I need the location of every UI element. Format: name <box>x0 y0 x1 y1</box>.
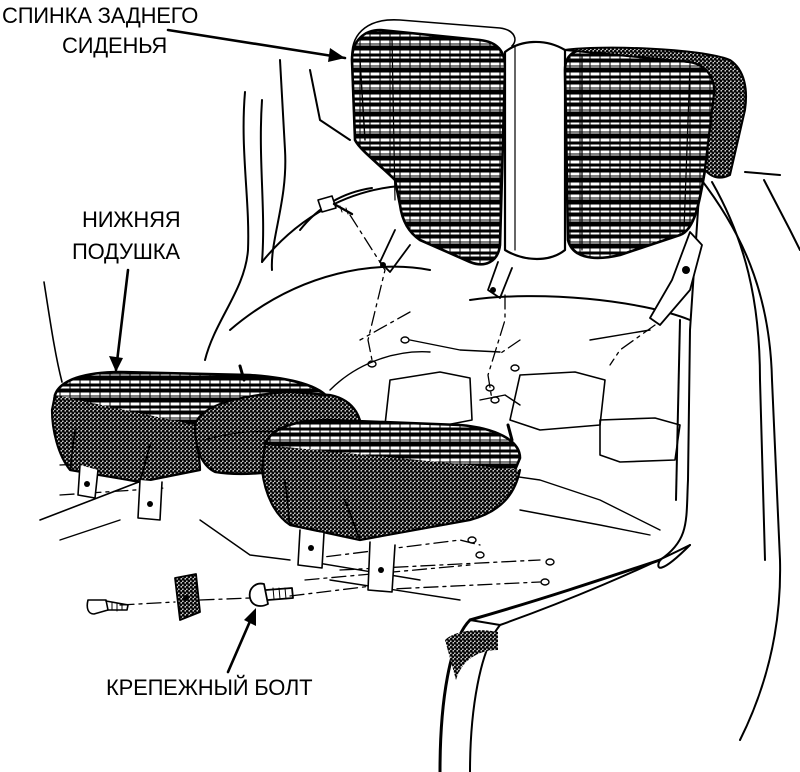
label-rear-backrest-line2: СИДЕНЬЯ <box>62 33 168 58</box>
lower-cushion-right <box>260 418 522 593</box>
lower-cushion-left <box>50 364 332 521</box>
label-rear-backrest-line1: СПИНКА ЗАДНЕГО <box>2 3 199 28</box>
rear-backrest <box>350 19 748 326</box>
label-lower-cushion-line1: НИЖНЯЯ <box>82 207 181 232</box>
floor-mounting-holes <box>367 336 555 586</box>
mounting-bolt-icon <box>248 582 294 607</box>
vehicle-body-outline <box>39 59 800 772</box>
label-mounting-bolt: КРЕПЕЖНЫЙ БОЛТ <box>106 675 313 700</box>
screw-icon <box>86 599 129 615</box>
nut-plate-icon <box>174 573 201 621</box>
callout-arrows <box>43 28 347 674</box>
shelf-bolt-icon <box>317 195 354 216</box>
label-lower-cushion-line2: ПОДУШКА <box>72 239 180 264</box>
